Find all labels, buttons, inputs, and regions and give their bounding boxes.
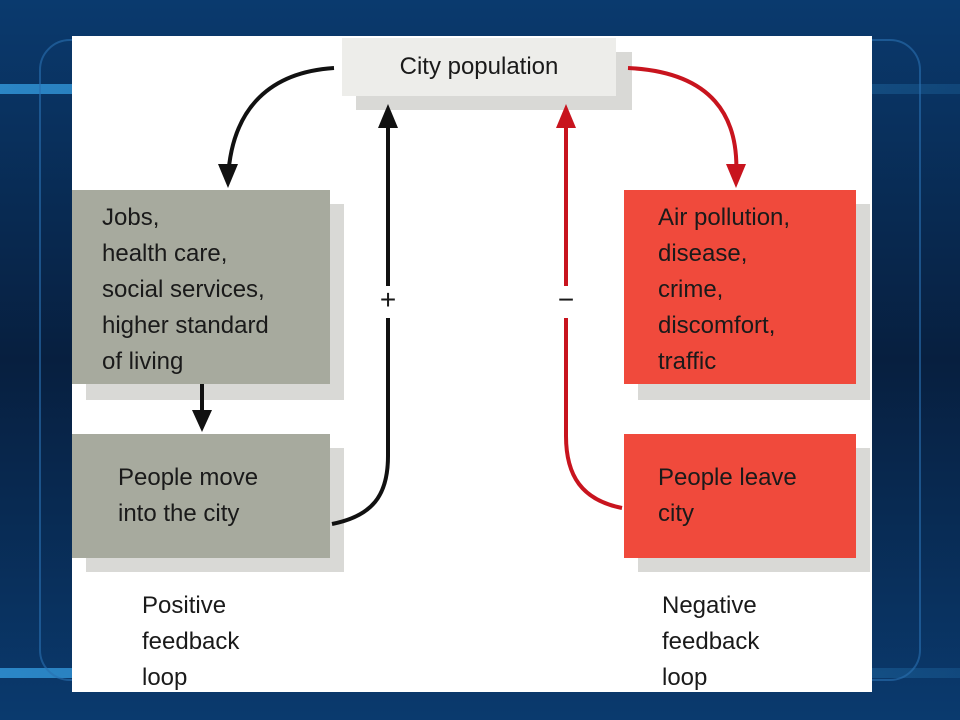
negative-sign: − [554,286,578,318]
benefits-node: Jobs, health care, social services, high… [72,190,330,384]
arrow-population-to-benefits [226,66,335,179]
caption-line: feedback [142,628,240,655]
benefits-line: of living [102,348,184,375]
problems-line: discomfort, [658,312,776,339]
caption-line: Negative [662,592,757,619]
problems-line: Air pollution, [658,204,791,231]
people-move-in-line: People move [118,464,259,491]
negative-loop-caption: Negative feedback loop [662,588,759,692]
benefits-line: social services, [102,276,265,303]
benefits-line: health care, [102,240,228,267]
caption-line: Positive [142,592,227,619]
problems-node: Air pollution, disease, crime, discomfor… [624,190,856,384]
arrowhead [192,410,212,432]
city-population-label: City population [399,53,559,80]
arrow-leave-to-population [564,126,623,510]
people-leave-line: People leave [658,464,797,491]
problems-line: disease, [658,240,748,267]
positive-loop-caption: Positive feedback loop [142,588,239,692]
problems-line: traffic [658,348,717,375]
people-leave-line: city [658,500,694,527]
benefits-line: Jobs, [102,204,160,231]
benefits-line: higher standard [102,312,269,339]
feedback-loop-diagram: City population Jobs, health care, socia… [72,36,872,692]
caption-line: feedback [662,628,760,655]
caption-line: loop [662,664,708,691]
people-move-in-node: People move into the city [72,434,330,558]
feedback-arrows [192,66,746,526]
people-move-in-line: into the city [118,500,240,527]
problems-line: crime, [658,276,724,303]
arrowhead [218,164,238,188]
arrowhead [378,104,398,128]
arrow-move-in-to-population [331,126,390,526]
people-leave-node: People leave city [624,434,856,558]
arrowhead [726,164,746,188]
caption-line: loop [142,664,188,691]
city-population-node: City population [342,38,616,96]
arrow-population-to-problems [627,66,739,179]
positive-sign: + [376,286,400,318]
arrowhead [556,104,576,128]
